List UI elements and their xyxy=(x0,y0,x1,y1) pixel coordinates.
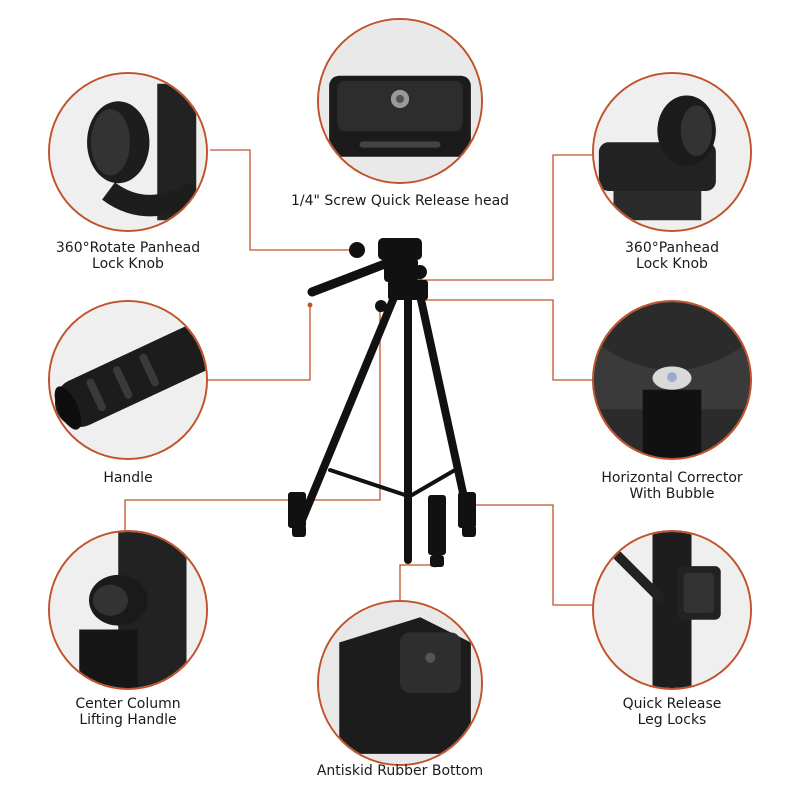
center-column-label: Center Column Lifting Handle xyxy=(75,696,181,728)
handle-grip-icon xyxy=(50,302,206,458)
horizontal-corrector-label: Horizontal Corrector With Bubble xyxy=(601,470,743,502)
panhead-knob-icon xyxy=(50,74,206,230)
antiskid-label: Antiskid Rubber Bottom xyxy=(316,763,484,779)
center-column-callout xyxy=(48,530,208,690)
column-handle-icon xyxy=(50,532,206,688)
handle-label: Handle xyxy=(103,470,153,486)
quick-release-label: 1/4" Screw Quick Release head xyxy=(290,193,510,209)
bubble-level-icon xyxy=(594,302,750,458)
leg-lock-icon xyxy=(594,532,750,688)
handle-callout xyxy=(48,300,208,460)
rotate-knob-callout xyxy=(48,72,208,232)
panhead-knob-callout xyxy=(592,72,752,232)
antiskid-callout xyxy=(317,600,483,766)
horizontal-corrector-callout xyxy=(592,300,752,460)
quick-release-callout xyxy=(317,18,483,184)
lock-knob-icon xyxy=(594,74,750,230)
panhead-knob-label: 360°Panhead Lock Knob xyxy=(625,240,719,272)
leg-locks-label: Quick Release Leg Locks xyxy=(622,696,722,728)
leg-locks-callout xyxy=(592,530,752,690)
rotate-knob-label: 360°Rotate Panhead Lock Knob xyxy=(55,240,201,272)
quick-release-plate-icon xyxy=(319,20,481,182)
rubber-foot-icon xyxy=(319,602,481,764)
